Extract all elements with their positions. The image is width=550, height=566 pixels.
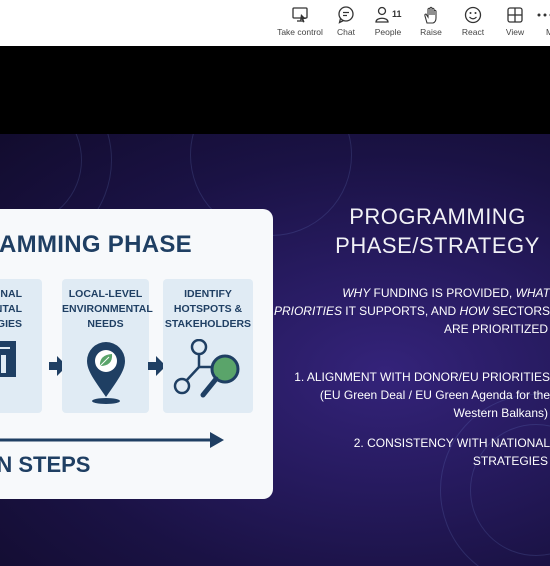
step-national-strategies: TIONAL ONMENTAL ATEGIES — [0, 279, 42, 413]
step-label: TIONAL ONMENTAL ATEGIES — [0, 287, 42, 332]
more-icon — [535, 6, 550, 24]
document-chart-icon — [0, 341, 18, 377]
people-count: 11 — [392, 9, 402, 19]
slide-heading: PROGRAMMING PHASE/STRATEGY — [280, 202, 550, 260]
list-item: 2. CONSISTENCY WITH NATIONAL STRATEGIES — [220, 434, 550, 470]
list-item-line: Western Balkans) — [220, 404, 550, 422]
process-arrow — [0, 432, 228, 448]
list-item-line: 2. CONSISTENCY WITH NATIONAL — [220, 434, 550, 452]
take-control-icon — [290, 6, 310, 24]
emphasis-how: HOW — [460, 304, 489, 318]
meeting-toolbar: Take control Chat 11 People Raise React — [0, 0, 550, 46]
more-label: M — [531, 27, 550, 37]
list-item: 1. ALIGNMENT WITH DONOR/EU PRIORITIES (E… — [220, 368, 550, 422]
infographic-title: AMMING PHASE — [0, 231, 192, 259]
chat-icon — [336, 6, 356, 24]
more-button[interactable]: M — [531, 6, 550, 42]
take-control-label: Take control — [274, 27, 326, 37]
list-item-line: 1. ALIGNMENT WITH DONOR/EU PRIORITIES — [220, 368, 550, 386]
slide-description: WHY FUNDING IS PROVIDED, WHAT PRIORITIES… — [220, 284, 550, 338]
priorities-list: 1. ALIGNMENT WITH DONOR/EU PRIORITIES (E… — [220, 368, 550, 482]
description-text: SECTORS — [489, 304, 550, 318]
step-local-environmental-needs: LOCAL-LEVEL ENVIRONMENTAL NEEDS — [62, 279, 149, 413]
step-label: LOCAL-LEVEL ENVIRONMENTAL NEEDS — [62, 287, 149, 332]
raise-hand-icon — [421, 6, 441, 24]
description-text: FUNDING IS PROVIDED, — [370, 286, 515, 300]
list-item-line: (EU Green Deal / EU Green Agenda for the — [220, 386, 550, 404]
emphasis-why: WHY — [342, 286, 370, 300]
smiley-icon — [463, 6, 483, 24]
grid-view-icon — [505, 6, 525, 24]
list-item-line: STRATEGIES — [220, 452, 550, 470]
shared-screen-stage: AMMING PHASE TIONAL ONMENTAL ATEGIES LOC… — [0, 46, 550, 550]
emphasis-what: WHAT — [516, 286, 550, 300]
description-line-2: PRIORITIES IT SUPPORTS, AND HOW SECTORS — [220, 302, 550, 320]
emphasis-priorities: PRIORITIES — [274, 304, 342, 318]
presentation-slide: AMMING PHASE TIONAL ONMENTAL ATEGIES LOC… — [0, 134, 550, 566]
description-line-1: WHY FUNDING IS PROVIDED, WHAT — [220, 284, 550, 302]
location-leaf-icon — [85, 341, 127, 405]
heading-line-1: PROGRAMMING — [280, 202, 550, 231]
main-steps-label: MAIN STEPS — [0, 452, 90, 478]
slide-text-panel: PROGRAMMING PHASE/STRATEGY WHY FUNDING I… — [280, 134, 550, 566]
people-icon — [374, 6, 394, 24]
description-line-3: ARE PRIORITIZED — [220, 320, 550, 338]
take-control-button[interactable]: Take control — [274, 6, 326, 42]
heading-line-2: PHASE/STRATEGY — [280, 231, 550, 260]
description-text: IT SUPPORTS, AND — [342, 304, 460, 318]
